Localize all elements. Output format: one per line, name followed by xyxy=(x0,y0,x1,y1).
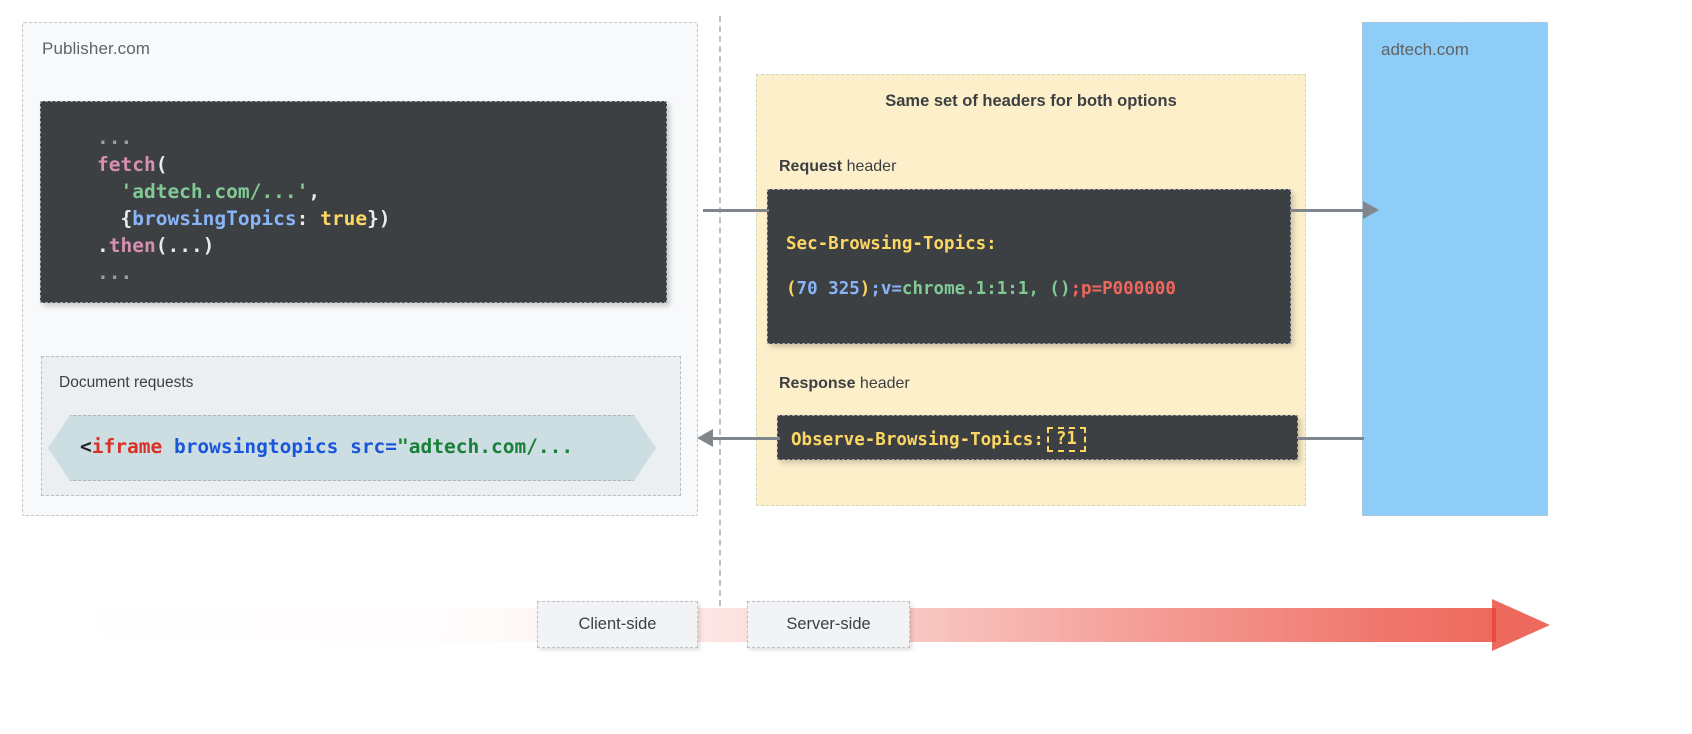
value-padding-key: ;p= xyxy=(1070,279,1103,299)
adtech-label: adtech.com xyxy=(1381,40,1469,59)
arrow-request-to-adtech-head-icon xyxy=(1363,201,1379,219)
iframe-lt: < xyxy=(80,435,92,458)
response-header-label: Response header xyxy=(779,375,910,393)
fetch-code-block: ... fetch( 'adtech.com/...', {browsingTo… xyxy=(40,101,667,303)
value-close-paren: ) xyxy=(859,279,871,299)
adtech-panel xyxy=(1362,22,1548,516)
iframe-space-2 xyxy=(338,435,350,458)
request-header-name: Sec-Browsing-Topics: xyxy=(786,234,997,254)
request-header-label-rest: header xyxy=(842,158,897,175)
request-header-value: (70 325);v=chrome.1:1:1, ();p=P000000 xyxy=(786,279,1176,299)
value-version-value: chrome.1:1:1, () xyxy=(901,279,1071,299)
arrow-request-to-adtech-line xyxy=(1290,209,1365,212)
headers-panel-title: Same set of headers for both options xyxy=(885,92,1177,110)
fetch-code-text: ... fetch( 'adtech.com/...', {browsingTo… xyxy=(97,126,391,284)
response-header-flag-highlight: ?1 xyxy=(1046,427,1086,452)
document-requests-label: Document requests xyxy=(59,374,194,391)
response-header-code-box xyxy=(777,415,1298,460)
response-header-text: Observe-Browsing-Topics:?1 xyxy=(791,427,1086,452)
request-header-label-bold: Request xyxy=(779,158,843,175)
server-side-chip: Server-side xyxy=(747,601,910,648)
response-header-label-bold: Response xyxy=(779,375,856,392)
value-version-key: ;v= xyxy=(870,279,902,299)
iframe-src-attr: src= xyxy=(350,435,398,458)
iframe-snippet: <iframe browsingtopics src="adtech.com/.… xyxy=(80,434,573,460)
client-server-divider xyxy=(719,16,721,606)
value-padding-value: P000000 xyxy=(1102,279,1176,299)
arrow-adtech-to-response-line xyxy=(1298,437,1364,440)
iframe-tag: iframe xyxy=(91,435,163,458)
iframe-browsingtopics-attr: browsingtopics xyxy=(173,435,339,458)
response-header-name: Observe-Browsing-Topics: xyxy=(791,429,1044,450)
arrow-response-to-publisher-line xyxy=(712,437,780,440)
arrow-publisher-to-request xyxy=(703,209,769,212)
value-open-paren: ( xyxy=(786,279,797,299)
arrow-response-to-publisher-head-icon xyxy=(697,429,713,447)
request-header-label: Request header xyxy=(779,158,896,176)
value-topic-ids: 70 325 xyxy=(796,279,860,299)
iframe-space-1 xyxy=(162,435,174,458)
request-header-code-box xyxy=(767,189,1291,344)
publisher-label: Publisher.com xyxy=(42,39,151,58)
response-header-label-rest: header xyxy=(855,375,910,392)
iframe-chevron-shape xyxy=(48,415,656,481)
flow-axis-arrow-head-icon xyxy=(1492,599,1550,651)
client-side-chip: Client-side xyxy=(537,601,698,648)
iframe-src-value: "adtech.com/... xyxy=(397,435,574,458)
